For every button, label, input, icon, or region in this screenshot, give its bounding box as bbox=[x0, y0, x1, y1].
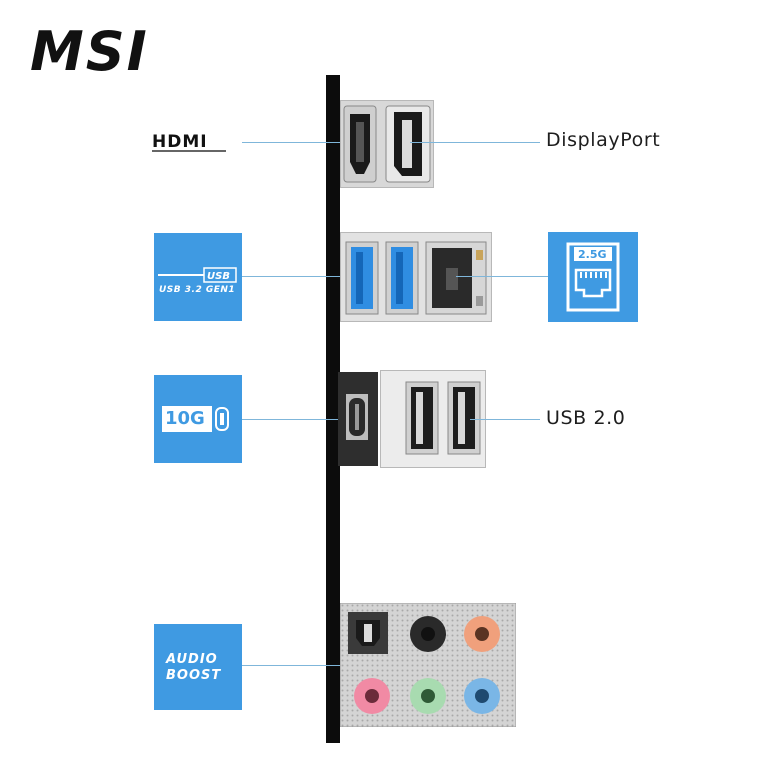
audio-boost-badge: AUDIO BOOST bbox=[154, 624, 242, 710]
lan-port[interactable] bbox=[424, 240, 488, 316]
usb-c-port[interactable] bbox=[336, 370, 380, 468]
hdmi-logo-text: HDMI bbox=[152, 132, 208, 152]
ethernet-icon: 2.5G bbox=[566, 242, 620, 312]
lan-2-5g-badge: 2.5G bbox=[548, 232, 638, 322]
usb-3-2-gen1-badge: USB USB 3.2 GEN1 bbox=[154, 233, 242, 321]
displayport-port[interactable] bbox=[384, 104, 432, 184]
audio-jack-orange[interactable] bbox=[462, 614, 502, 654]
audio-jack-blue[interactable] bbox=[462, 676, 502, 716]
hdmi-leader-line bbox=[242, 142, 350, 143]
usb-logo-text: USB bbox=[207, 271, 230, 282]
usb3-port-1[interactable] bbox=[344, 240, 380, 316]
msi-logo-text: MSI bbox=[30, 26, 149, 76]
io-shield-bar bbox=[326, 75, 340, 743]
usb2-port-1[interactable] bbox=[404, 380, 440, 456]
hdmi-logo-icon: HDMI bbox=[152, 132, 226, 152]
usb-c-speed-text: 10G bbox=[165, 408, 205, 429]
displayport-label: DisplayPort bbox=[546, 129, 661, 151]
optical-spdif-port[interactable] bbox=[346, 610, 390, 656]
usb3-leader-line bbox=[242, 276, 358, 277]
lan-leader-line bbox=[456, 276, 548, 277]
usb2-port-2[interactable] bbox=[446, 380, 482, 456]
audio-jack-green[interactable] bbox=[408, 676, 448, 716]
usb-c-icon bbox=[215, 407, 229, 431]
usb2-label: USB 2.0 bbox=[546, 407, 626, 429]
lan-speed-text: 2.5G bbox=[578, 248, 607, 261]
usb-gen-text: USB 3.2 GEN1 bbox=[159, 285, 236, 295]
audio-leader-line bbox=[242, 665, 350, 666]
displayport-leader-line bbox=[410, 142, 540, 143]
usb3-port-2[interactable] bbox=[384, 240, 420, 316]
audio-boost-line1: AUDIO bbox=[166, 652, 218, 667]
audio-jack-black[interactable] bbox=[408, 614, 448, 654]
usb-c-speed-box: 10G bbox=[162, 406, 212, 432]
audio-boost-line2: BOOST bbox=[166, 668, 222, 683]
usb-c-leader-line bbox=[242, 419, 350, 420]
audio-jack-pink[interactable] bbox=[352, 676, 392, 716]
hdmi-port[interactable] bbox=[342, 104, 378, 184]
usb2-leader-line bbox=[470, 419, 540, 420]
msi-logo: MSI bbox=[30, 26, 149, 76]
usb-logo-icon: USB bbox=[158, 267, 237, 283]
usb-c-10g-badge: 10G bbox=[154, 375, 242, 463]
